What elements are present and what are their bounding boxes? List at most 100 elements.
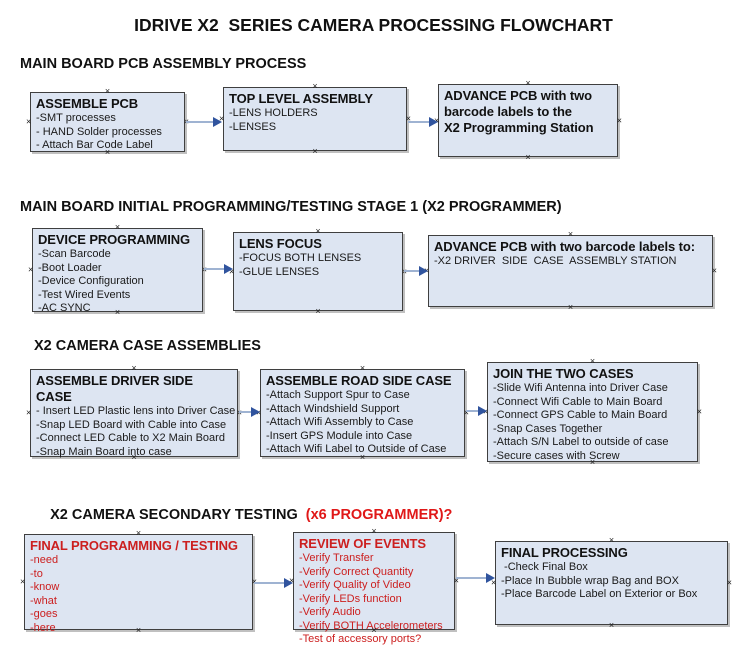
arrow-line [404, 270, 422, 272]
section-heading-initial-programming: MAIN BOARD INITIAL PROGRAMMING/TESTING S… [20, 199, 562, 215]
box-item: -Attach Wifi Assembly to Case [266, 416, 414, 428]
arrow-line [186, 121, 216, 123]
connection-point-marker: × [567, 229, 574, 239]
connection-point-marker: × [104, 86, 111, 96]
arrow-head-icon [251, 407, 260, 417]
connection-point-marker: × [131, 363, 137, 373]
box-item: - HAND Solder processes [36, 125, 162, 138]
arrow-head-icon [486, 573, 495, 583]
box-item: -Test of accessory ports? [299, 633, 422, 645]
box-item: -Attach Windshield Support [266, 402, 400, 415]
box-item: -Test Wired Events [38, 288, 131, 301]
flow-box-review-of-events: REVIEW OF EVENTS -Verify Transfer -Verif… [289, 527, 459, 646]
flow-box-lens-focus: LENS FOCUS -FOCUS BOTH LENSES -GLUE LENS… [229, 227, 407, 316]
connection-point-marker: × [28, 264, 34, 275]
flow-box-top-level-assembly: TOP LEVEL ASSEMBLY -LENS HOLDERS -LENSES… [219, 82, 411, 156]
flow-box-assemble-driver-side-case: ASSEMBLE DRIVER SIDE CASE - Insert LED P… [26, 364, 242, 462]
connection-point-marker: × [312, 81, 318, 91]
box-item: -FOCUS BOTH LENSES [239, 252, 362, 264]
box-item: -goes [30, 608, 58, 620]
flow-arrow [254, 578, 293, 588]
connection-point-marker: × [616, 115, 622, 125]
flow-box-final-processing: FINAL PROCESSING -Check Final Box -Place… [491, 536, 732, 630]
box-item: -AC SYNC [38, 302, 91, 314]
box-item: -Slide Wifi Antenna into Driver Case [493, 382, 668, 394]
box-title: FINAL PROGRAMMING / TESTING [30, 538, 238, 553]
box-title: LENS FOCUS [239, 236, 322, 251]
arrow-line [456, 577, 489, 579]
connection-point-marker: × [726, 577, 732, 588]
arrow-head-icon [284, 578, 293, 588]
box-item: -to [30, 567, 43, 580]
box-title: ASSEMBLE ROAD SIDE CASE [266, 373, 452, 388]
box-item: -Verify LEDs function [299, 592, 402, 605]
arrow-line [254, 582, 287, 584]
box-item: -what [30, 594, 57, 607]
flow-arrow [239, 407, 260, 417]
box-item: -need [30, 554, 59, 566]
box-item: -Verify BOTH Accelerometers [299, 619, 443, 632]
section-heading-pcb-assembly: MAIN BOARD PCB ASSEMBLY PROCESS [20, 56, 307, 72]
box-title: JOIN THE TWO CASES [493, 366, 634, 381]
box-item: -Snap Cases Together [493, 422, 603, 435]
box-title: DEVICE PROGRAMMING [38, 232, 191, 247]
heading-black-part: X2 CAMERA SECONDARY TESTING [50, 507, 302, 523]
connection-point-marker: × [696, 406, 702, 417]
connection-point-marker: × [312, 146, 318, 156]
flow-arrow [404, 266, 428, 276]
heading-red-part: (x6 PROGRAMMER)? [301, 507, 453, 523]
box-item: -X2 DRIVER SIDE CASE ASSEMBLY STATION [434, 255, 677, 267]
section-heading-secondary-testing: X2 CAMERA SECONDARY TESTING (x6 PROGRAMM… [34, 491, 452, 539]
arrow-head-icon [478, 406, 487, 416]
connection-point-marker: × [567, 302, 574, 312]
box-item: -Place Barcode Label on Exterior or Box [501, 588, 698, 600]
box-item: -Connect GPS Cable to Main Board [493, 409, 668, 421]
connection-point-marker: × [525, 152, 531, 162]
arrow-head-icon [213, 117, 222, 127]
arrow-line [408, 121, 432, 123]
section-heading-case-assemblies: X2 CAMERA CASE ASSEMBLIES [34, 338, 261, 354]
flow-box-join-two-cases: JOIN THE TWO CASES -Slide Wifi Antenna i… [483, 357, 702, 467]
box-item: -know [30, 581, 60, 593]
box-item: -Device Configuration [38, 275, 144, 287]
page-title: IDRIVE X2 SERIES CAMERA PROCESSING FLOWC… [134, 15, 613, 35]
flow-box-advance-pcb-programming-station: ADVANCE PCB with two barcode labels to t… [434, 79, 622, 162]
box-item: -LENS HOLDERS [229, 107, 318, 119]
box-title: ASSEMBLE PCB [36, 96, 139, 111]
connection-point-marker: × [20, 576, 26, 587]
box-item: -Attach Support Spur to Case [266, 389, 410, 401]
box-item: -GLUE LENSES [239, 265, 320, 278]
box-item: - Attach Bar Code Label [36, 139, 153, 151]
connection-point-marker: × [525, 78, 531, 88]
flow-box-assemble-road-side-case: ASSEMBLE ROAD SIDE CASE -Attach Support … [256, 364, 469, 462]
box-title: FINAL PROCESSING [501, 545, 628, 560]
arrow-line [239, 411, 254, 413]
arrow-head-icon [224, 264, 233, 274]
arrow-head-icon [429, 117, 438, 127]
connection-point-marker: × [26, 116, 32, 127]
connection-point-marker: × [114, 222, 121, 232]
flow-arrow [456, 573, 495, 583]
connection-point-marker: × [315, 306, 321, 316]
flow-box-device-programming: DEVICE PROGRAMMING -Scan Barcode -Boot L… [28, 223, 207, 317]
box-item: -Connect LED Cable to X2 Main Board [36, 432, 225, 444]
box-item: -here [30, 621, 56, 634]
arrow-line [466, 410, 481, 412]
arrow-head-icon [419, 266, 428, 276]
flow-arrow [408, 117, 438, 127]
box-item: - Insert LED Plastic lens into Driver Ca… [36, 405, 236, 417]
box-title: ASSEMBLE DRIVER SIDE CASE [36, 373, 193, 404]
flow-arrow [204, 264, 233, 274]
box-title: ADVANCE PCB with two barcode labels to: [434, 239, 695, 254]
box-item: -Secure cases with Screw [493, 449, 620, 462]
box-item: -Place In Bubble wrap Bag and BOX [501, 574, 679, 587]
box-item: -SMT processes [36, 112, 116, 124]
box-item: -Connect Wifi Cable to Main Board [493, 395, 663, 408]
connection-point-marker: × [711, 265, 717, 276]
connection-point-marker: × [608, 535, 615, 545]
box-item: -Scan Barcode [38, 248, 111, 260]
box-item: -Verify Transfer [299, 552, 374, 564]
box-item: -Insert GPS Module into Case [266, 429, 413, 442]
box-item: -Snap LED Board with Cable into Case [36, 418, 227, 431]
